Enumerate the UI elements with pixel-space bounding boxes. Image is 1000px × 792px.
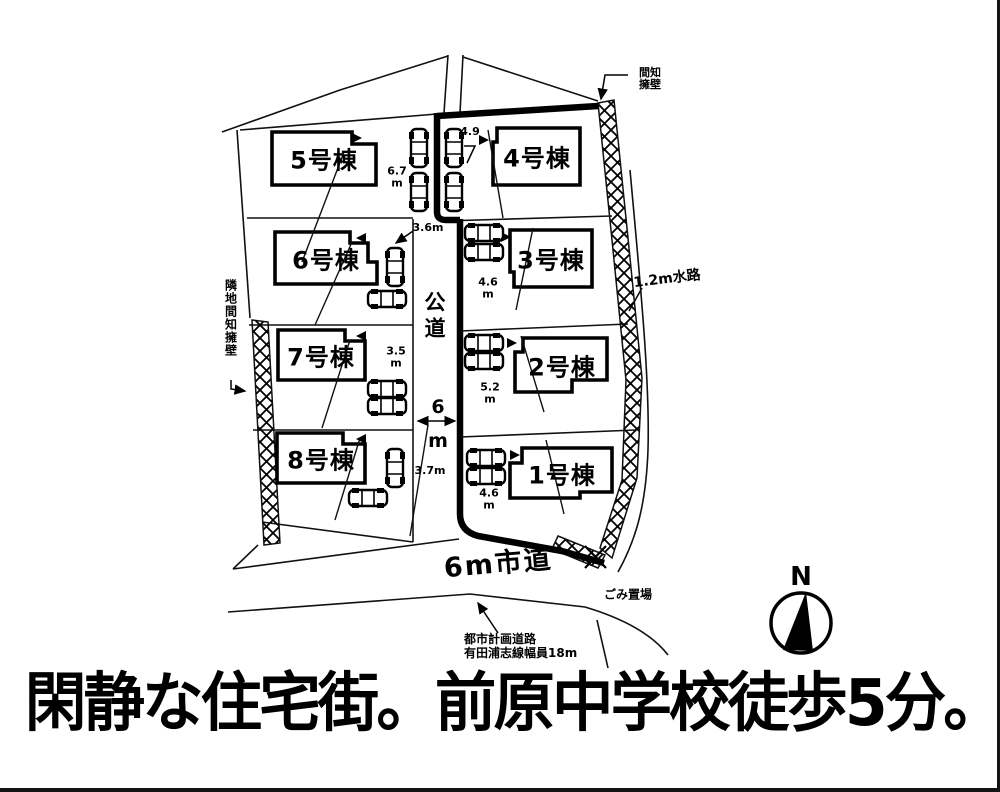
dimension-lot6: 3.6m	[412, 221, 444, 235]
entrance-marker-2	[507, 338, 517, 348]
leader-arrows	[230, 74, 628, 634]
car-icon	[442, 171, 466, 213]
building-3-outline	[508, 228, 594, 289]
development-boundary	[433, 102, 605, 567]
building-4-label: 4号棟	[503, 144, 571, 173]
entrance-marker-5	[352, 133, 362, 143]
road-width-unit: m	[428, 430, 448, 452]
car-icon	[465, 446, 507, 470]
dimension-lot7: 3.5 m	[386, 345, 406, 368]
retaining-wall-right-line1: 間知	[639, 65, 661, 79]
compass-needle	[783, 592, 813, 651]
building-3-label: 3号棟	[517, 246, 585, 275]
car-icon	[465, 464, 507, 488]
dimension-lot2-value: 5.2	[480, 380, 500, 394]
dimension-lot5-value: 6.7	[387, 164, 407, 178]
retaining-wall-right-label: 間知 擁壁	[639, 65, 661, 91]
building-5-label: 5号棟	[290, 146, 358, 175]
building-7-label: 7号棟	[287, 343, 355, 372]
car-icon	[383, 447, 407, 489]
building-6-label: 6号棟	[292, 246, 360, 275]
building-7-outline	[276, 328, 367, 382]
car-icon	[463, 221, 505, 245]
retaining-wall-right-line2: 擁壁	[639, 78, 661, 91]
entrance-marker-7	[356, 331, 366, 341]
building-8-outline	[275, 431, 367, 485]
waterway-band	[597, 99, 643, 560]
car-icon	[463, 349, 505, 373]
dimension-lot1: 4.6 m	[479, 487, 499, 510]
road-width-value: 6	[431, 396, 445, 418]
city-plan-road-line2: 有田浦志線幅員18m	[464, 645, 578, 660]
car-icon	[463, 240, 505, 264]
building-1-label: 1号棟	[528, 461, 596, 490]
building-6-outline	[273, 230, 379, 286]
dimension-lot1-value: 4.6	[479, 486, 499, 500]
building-footprints	[270, 126, 614, 500]
dimension-lot3: 4.6 m	[478, 276, 498, 299]
car-icon	[407, 127, 431, 169]
dimension-lot7-value: 3.5	[386, 344, 406, 358]
dimension-lot3-unit: m	[482, 287, 494, 300]
dimension-lot8: 3.7m	[414, 464, 446, 478]
car-icon	[383, 246, 407, 288]
car-icon	[366, 287, 408, 311]
caption-text: 閑静な住宅街。前原中学校徒歩5分。	[25, 667, 1000, 741]
building-4-outline	[491, 126, 582, 187]
car-icon	[347, 486, 389, 510]
building-2-label: 2号棟	[528, 353, 596, 382]
dimension-lot3-value: 4.6	[478, 275, 498, 289]
public-road-label: 公道	[422, 291, 446, 343]
car-icon	[366, 394, 408, 418]
dimension-lot2: 5.2 m	[480, 381, 500, 404]
lot-slash-lines	[301, 129, 565, 537]
building-1-outline	[508, 446, 614, 500]
retaining-wall-left-band	[251, 319, 281, 546]
door-swing-mark	[464, 145, 477, 164]
dimension-lot2-unit: m	[484, 392, 496, 405]
building-2-outline	[513, 336, 609, 394]
car-icon	[407, 171, 431, 213]
dimension-lot5: 6.7 m	[387, 165, 407, 188]
city-plan-road-line1: 都市計画道路	[464, 632, 537, 646]
entrance-marker-4	[479, 135, 489, 145]
entrance-marker-6	[356, 233, 366, 243]
garbage-area-label: ごみ置場	[603, 587, 653, 602]
garbage-area-mark	[584, 545, 607, 569]
north-label: N	[790, 562, 812, 592]
parcel-lines	[221, 54, 669, 669]
dimension-lot7-unit: m	[390, 356, 402, 369]
entrance-marker-1	[510, 450, 520, 460]
retaining-wall-left-label: 隣地間知擁壁	[223, 279, 238, 357]
entrance-marker-8	[356, 434, 366, 444]
city-plan-road-note: 都市計画道路 有田浦志線幅員18m	[464, 632, 578, 661]
north-compass	[769, 591, 833, 655]
dimension-lot1-unit: m	[483, 498, 495, 511]
car-icon	[463, 331, 505, 355]
dimension-lot5-unit: m	[391, 176, 403, 189]
building-8-label: 8号棟	[287, 446, 355, 475]
building-5-outline	[270, 130, 378, 187]
dimension-lot4-top: 4.9	[460, 125, 480, 139]
